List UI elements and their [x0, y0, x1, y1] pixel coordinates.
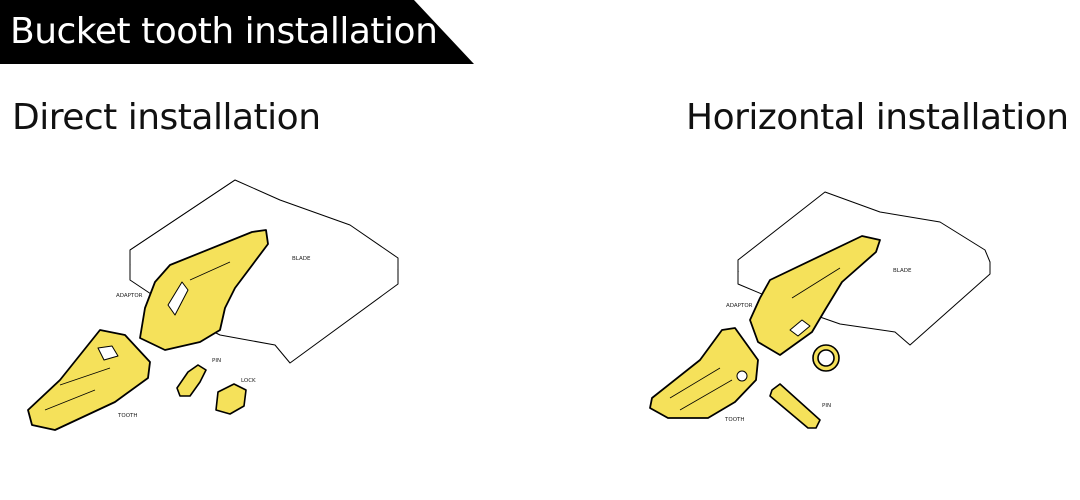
pin-label: PIN [212, 358, 221, 364]
direct-installation-diagram: BLADE ADAPTOR TOOTH PIN LOCK [20, 170, 420, 450]
lock-label: LOCK [241, 378, 256, 384]
page-title: Bucket tooth installation [10, 11, 438, 52]
direct-installation-title: Direct installation [12, 97, 321, 138]
blade-label: BLADE [292, 256, 311, 262]
lock-part [215, 383, 247, 415]
retainer-ring [812, 344, 840, 372]
pin-label: PIN [822, 403, 831, 409]
adaptor-part [749, 235, 881, 356]
tooth-part [27, 329, 151, 431]
horizontal-installation-diagram: BLADE ADAPTOR TOOTH PIN [640, 180, 1020, 450]
horizontal-installation-title: Horizontal installation [686, 97, 1069, 138]
pin-part [176, 364, 207, 397]
blade-label: BLADE [893, 268, 912, 274]
adaptor-label: ADAPTOR [726, 303, 753, 309]
header-banner: Bucket tooth installation [0, 0, 474, 64]
adaptor-part [139, 229, 269, 351]
banner-background [0, 0, 474, 64]
pin-part [769, 383, 821, 429]
tooth-label: TOOTH [117, 413, 138, 419]
adaptor-label: ADAPTOR [116, 293, 143, 299]
tooth-part [649, 327, 759, 419]
tooth-label: TOOTH [724, 417, 745, 423]
